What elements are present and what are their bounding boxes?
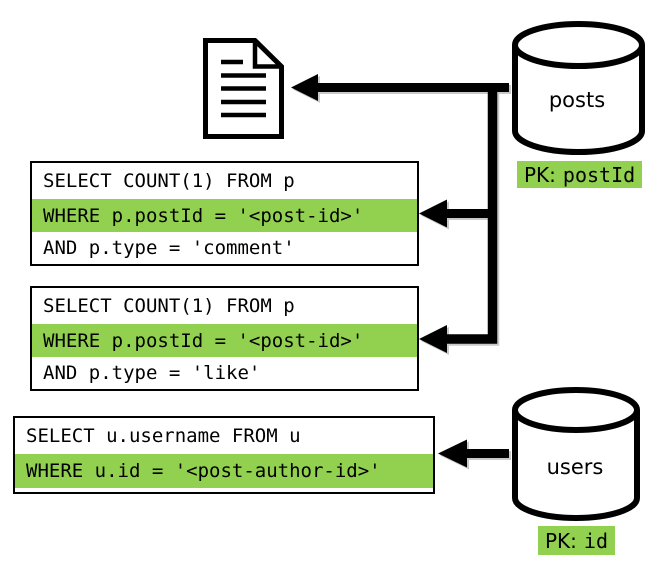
pk-field: postId xyxy=(562,162,636,187)
query-line: SELECT u.username FROM u xyxy=(26,425,301,447)
query-line: SELECT COUNT(1) FROM p xyxy=(43,295,295,317)
query-line-highlighted: WHERE p.postId = '<post-id>' xyxy=(32,199,417,232)
database-label-posts: posts xyxy=(548,88,606,112)
query-line-highlighted: WHERE u.id = '<post-author-id>' xyxy=(15,454,433,488)
document-icon xyxy=(203,38,284,139)
query-line: AND p.type = 'like' xyxy=(43,362,261,384)
database-cylinder-icon xyxy=(512,21,645,155)
pk-field: id xyxy=(583,528,609,553)
arrow-to-like-query-head xyxy=(419,325,447,353)
arrow-users-to-username-query-head xyxy=(438,439,467,468)
arrow-posts-to-document-head xyxy=(291,74,318,101)
pk-prefix: PK: xyxy=(545,528,577,553)
database-label-users: users xyxy=(546,455,604,479)
arrow-trunk-line xyxy=(446,87,498,344)
database-cylinder-icon xyxy=(512,387,640,521)
query-box-like-count: SELECT COUNT(1) FROM p WHERE p.postId = … xyxy=(30,286,419,391)
pk-badge-posts: PK:postId xyxy=(517,161,643,188)
query-box-comment-count: SELECT COUNT(1) FROM p WHERE p.postId = … xyxy=(30,161,419,266)
query-box-username: SELECT u.username FROM u WHERE u.id = '<… xyxy=(13,416,435,494)
arrow-to-comment-query-head xyxy=(419,199,447,228)
query-line: AND p.type = 'comment' xyxy=(43,237,295,259)
query-line-highlighted: WHERE p.postId = '<post-id>' xyxy=(32,324,417,357)
pk-prefix: PK: xyxy=(524,162,556,187)
pk-badge-users: PK:id xyxy=(538,526,616,555)
query-line: SELECT COUNT(1) FROM p xyxy=(43,170,295,192)
